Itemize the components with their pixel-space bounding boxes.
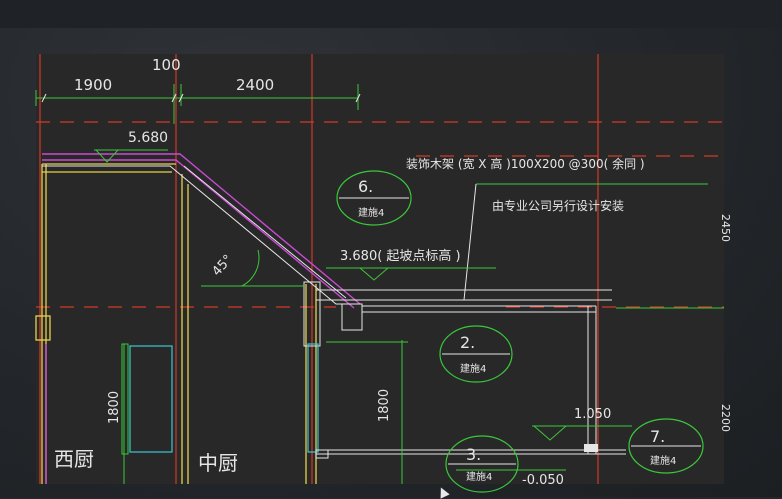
detail-marker-ref: 建施4 [358, 206, 384, 219]
detail-marker-2[interactable]: 2. 建施4 [439, 325, 513, 383]
detail-marker-ref: 建施4 [650, 454, 676, 467]
detail-marker-7[interactable]: 7. 建施4 [628, 418, 704, 474]
detail-marker-3[interactable]: 3. 建施4 [445, 435, 519, 493]
dimension-partial-right-bottom: 2200 [719, 404, 732, 432]
cad-drawing-viewport[interactable]: 45° 5.680 1900 100 2400 装饰木架 (宽 X 高 )100… [35, 54, 732, 493]
detail-marker-ref: 建施4 [466, 470, 492, 483]
detail-marker-number: 2. [460, 333, 475, 352]
detail-marker-number: 3. [466, 445, 481, 464]
note-leader-line [463, 183, 477, 301]
dimension-1900: 1900 [74, 76, 112, 94]
detail-marker-number: 7. [650, 427, 665, 446]
window-left-frame [121, 343, 129, 455]
dimension-100: 100 [152, 56, 181, 74]
window-left [129, 343, 319, 453]
detail-marker-number: 6. [358, 177, 373, 196]
dimension-1800-left: 1800 [107, 391, 122, 424]
elevation-5680: 5.680 [128, 130, 168, 146]
angle-label: 45° [209, 252, 236, 279]
elevation-3680-marker [326, 267, 496, 281]
detail-marker-ref: 建施4 [460, 362, 486, 375]
installer-note: 由专业公司另行设计安装 [492, 198, 624, 213]
room-label-west-kitchen: 西厨 [54, 447, 94, 471]
canopy-structure [316, 289, 626, 455]
axis-lines [39, 54, 599, 484]
room-label-middle-kitchen: 中厨 [198, 451, 238, 475]
dimension-partial-right-top: 2450 [719, 214, 732, 242]
angle-marker [201, 249, 304, 287]
cad-drawing-canvas[interactable]: 45° 5.680 1900 100 2400 装饰木架 (宽 X 高 )100… [35, 54, 732, 493]
sill-block [315, 449, 329, 459]
elevation-1050: 1.050 [574, 407, 611, 422]
dimension-2400: 2400 [236, 76, 274, 94]
column-cap [584, 444, 598, 452]
elevation-3680-note: 3.680( 起坡点标高 ) [340, 248, 461, 264]
detail-marker-6[interactable]: 6. 建施4 [336, 170, 412, 226]
elevation-1050-marker [532, 425, 632, 441]
dimension-1800-right: 1800 [377, 389, 392, 422]
roof-outline [42, 165, 363, 347]
top-dimension-line [35, 84, 361, 124]
top-bar [0, 0, 782, 28]
elevation-neg0050: -0.050 [522, 473, 564, 488]
roof-slope [42, 153, 361, 484]
elevation-5680-marker [94, 149, 168, 163]
dashed-axis-lines [36, 121, 724, 308]
decorative-frame-note: 装饰木架 (宽 X 高 )100X200 @300( 余同 ) [406, 156, 645, 171]
